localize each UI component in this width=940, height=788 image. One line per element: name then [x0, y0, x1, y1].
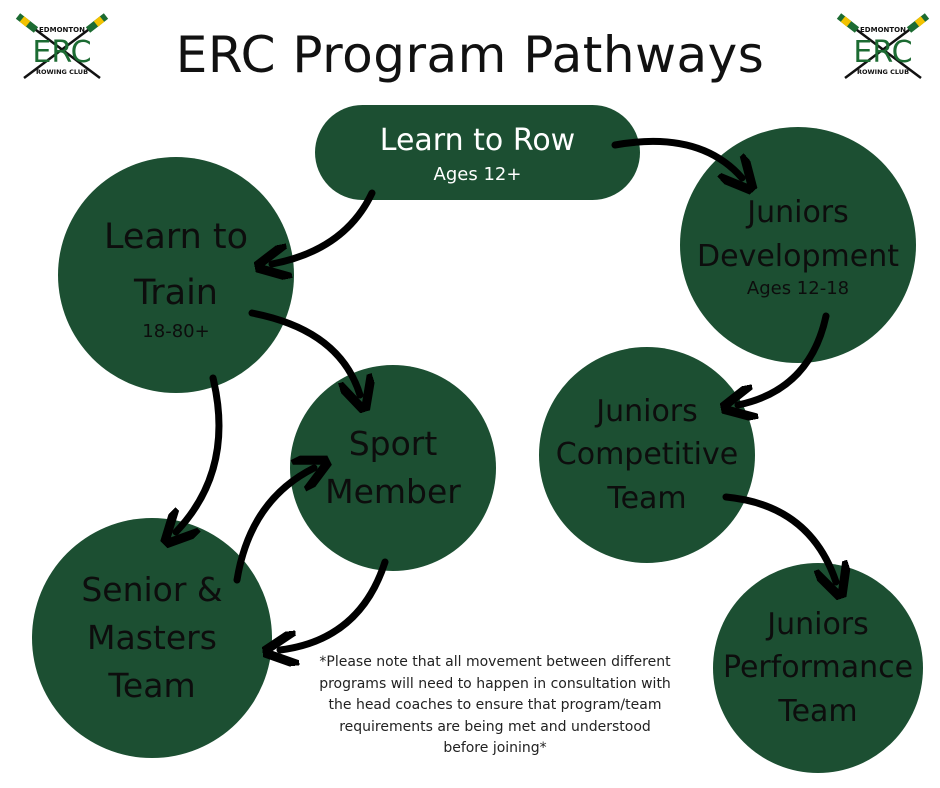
- arrow-train-to-sport: [248, 309, 360, 395]
- svg-text:ROWING CLUB: ROWING CLUB: [36, 68, 88, 76]
- node-senior-masters-team: Senior & Masters Team: [32, 518, 272, 758]
- svg-text:ERC: ERC: [853, 35, 912, 70]
- node-label: Learn to Train: [103, 216, 249, 313]
- node-juniors-competitive-team: Juniors Competitive Team: [539, 347, 755, 563]
- svg-text:EDMONTON: EDMONTON: [860, 26, 906, 34]
- arrow-competitive-to-performance: [722, 493, 836, 582]
- arrow-sport-to-senior: [280, 558, 389, 650]
- node-label: Juniors Development: [697, 195, 899, 274]
- svg-text:ROWING CLUB: ROWING CLUB: [857, 68, 909, 76]
- arrow-juniors-dev-to-competitive: [738, 312, 830, 405]
- node-age: 18-80+: [142, 320, 210, 342]
- node-age: Ages 12-18: [746, 278, 850, 299]
- node-juniors-performance-team: Juniors Performance Team: [713, 563, 923, 773]
- arrow-senior-to-sport: [233, 468, 314, 584]
- page-title: ERC Program Pathways: [175, 26, 765, 84]
- node-label: Senior & Masters Team: [81, 570, 223, 705]
- erc-logo-right: EDMONTON ERC ROWING CLUB: [833, 12, 933, 84]
- node-label: Learn to Row: [379, 122, 576, 158]
- node-label: Sport Member: [325, 424, 461, 511]
- node-learn-to-row: Learn to Row Ages 12+: [315, 105, 640, 200]
- node-age: Ages 12+: [433, 163, 522, 185]
- erc-logo-left: EDMONTON ERC ROWING CLUB: [12, 12, 112, 84]
- disclaimer-note: *Please note that all movement between d…: [319, 654, 671, 756]
- arrow-train-to-senior: [176, 374, 223, 532]
- node-label: Juniors Performance Team: [722, 606, 914, 729]
- svg-text:EDMONTON: EDMONTON: [39, 26, 85, 34]
- arrow-row-to-juniors-dev: [611, 137, 742, 178]
- arrow-row-to-learn-to-train: [272, 189, 376, 264]
- node-label: Juniors Competitive Team: [555, 393, 739, 516]
- svg-text:ERC: ERC: [32, 35, 91, 70]
